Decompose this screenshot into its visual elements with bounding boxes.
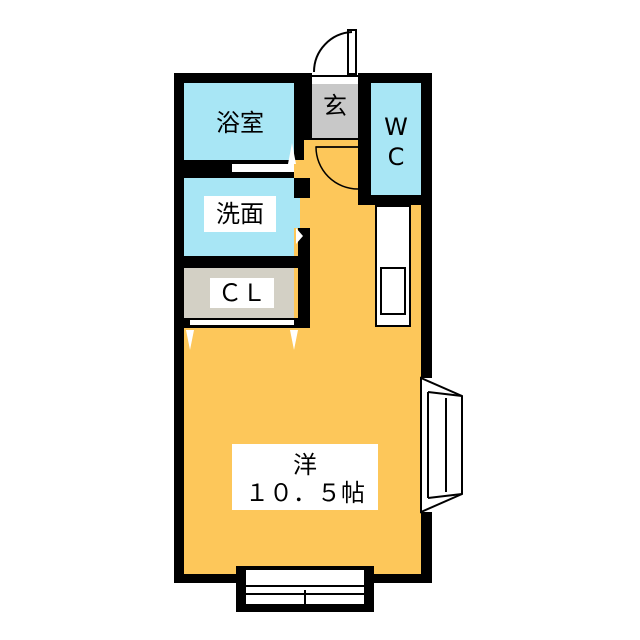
wall-wash-closet xyxy=(184,256,310,268)
bath-door-marker xyxy=(288,143,296,164)
wall-toilet-bottom xyxy=(358,195,421,205)
bay-window-edge-top xyxy=(427,391,463,397)
wall-entrance-left xyxy=(304,83,312,138)
wall-bath-right xyxy=(294,83,304,160)
front-door-swing xyxy=(312,31,353,73)
closet-label-bg xyxy=(210,278,274,308)
entrance-label: 玄 xyxy=(323,92,347,120)
toilet-room xyxy=(371,83,421,195)
toilet-label-c: C xyxy=(388,143,405,171)
kitchen-sink xyxy=(380,267,406,315)
toilet-label-w: W xyxy=(384,113,408,141)
closet-door-marker-right xyxy=(290,330,298,350)
closet-door-marker-left xyxy=(186,330,194,350)
bath-label: 浴室 xyxy=(216,109,264,137)
front-door-leaf xyxy=(347,29,357,75)
washroom-label-bg xyxy=(204,196,276,232)
bath-room xyxy=(184,83,294,160)
washroom-door-marker xyxy=(296,228,303,244)
washroom-door-opening xyxy=(294,198,300,228)
washroom-label: 洗面 xyxy=(216,200,264,228)
bath-door-opening xyxy=(232,164,294,172)
closet-opening xyxy=(190,320,294,325)
entrance xyxy=(312,83,358,138)
toilet-door-swing xyxy=(315,146,359,190)
closet-label: ＣＬ xyxy=(218,279,266,307)
main-room-size-label: １０．５帖 xyxy=(245,479,365,507)
bay-window-edge-bottom xyxy=(427,493,463,499)
wall-wash-right-lower xyxy=(298,228,310,328)
wall-wash-right xyxy=(294,178,310,198)
main-room-label-bg xyxy=(232,444,378,510)
wall-entrance-right xyxy=(358,83,371,205)
main-room-label: 洋 xyxy=(293,451,317,479)
